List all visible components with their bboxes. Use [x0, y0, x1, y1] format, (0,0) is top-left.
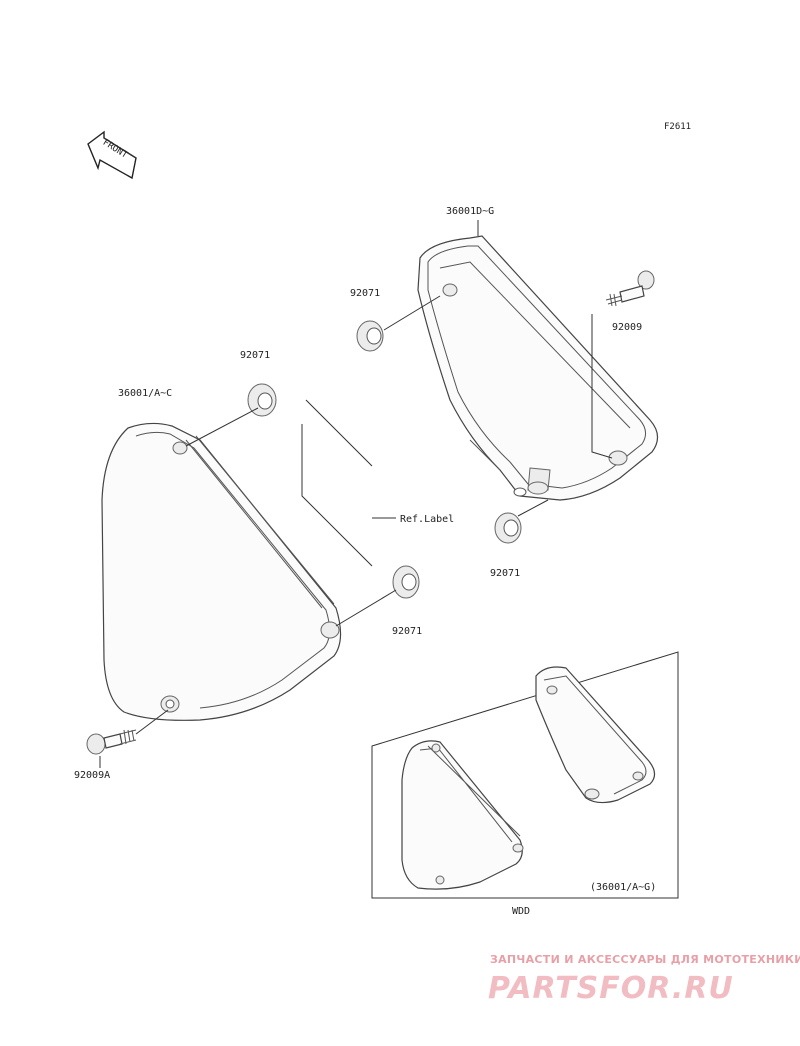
callout-cover-left: 36001/A~C	[118, 388, 172, 399]
right-side-cover	[417, 235, 659, 501]
callout-grommet-lower-left: 92071	[392, 626, 422, 637]
watermark-logo: PARTSFOR.RU	[488, 971, 734, 1006]
leader-grommet-upper-right	[383, 295, 441, 331]
bolt-92009a	[86, 729, 137, 755]
callout-grommet-upper-left: 92071	[240, 350, 270, 361]
watermark-tagline: ЗАПЧАСТИ И АКСЕССУАРЫ ДЛЯ МОТОТЕХНИКИ	[490, 953, 800, 966]
front-arrow-icon	[87, 130, 137, 180]
callout-grommet-lower-right: 92071	[490, 568, 520, 579]
bolt-92009	[605, 270, 655, 307]
figure-code: F2611	[664, 122, 691, 132]
leader-grommet-lower-left	[335, 589, 397, 627]
grommet-lower-left	[392, 565, 420, 599]
grommet-upper-left	[247, 383, 277, 417]
callout-ref-label: Ref.Label	[400, 514, 454, 525]
callout-cover-right: 36001D~G	[446, 206, 494, 217]
left-side-cover	[101, 422, 342, 721]
callout-grommet-upper-right: 92071	[350, 288, 380, 299]
ref-label-outline	[301, 399, 373, 567]
inset-left-cover	[401, 740, 524, 890]
callout-bolt-right: 92009	[612, 322, 642, 333]
inset-right-cover	[535, 666, 656, 804]
inset-caption: WDD	[512, 906, 530, 917]
leader-grommet-lower-right	[517, 499, 549, 517]
leader-grommet-upper-left	[185, 407, 259, 447]
grommet-upper-right	[356, 320, 384, 352]
grommet-lower-right	[494, 512, 522, 544]
inset-callout: (36001/A~G)	[590, 882, 656, 893]
leader-bolt-right	[591, 314, 613, 459]
callout-bolt-left: 92009A	[74, 770, 110, 781]
leader-bolt-left	[135, 709, 169, 735]
